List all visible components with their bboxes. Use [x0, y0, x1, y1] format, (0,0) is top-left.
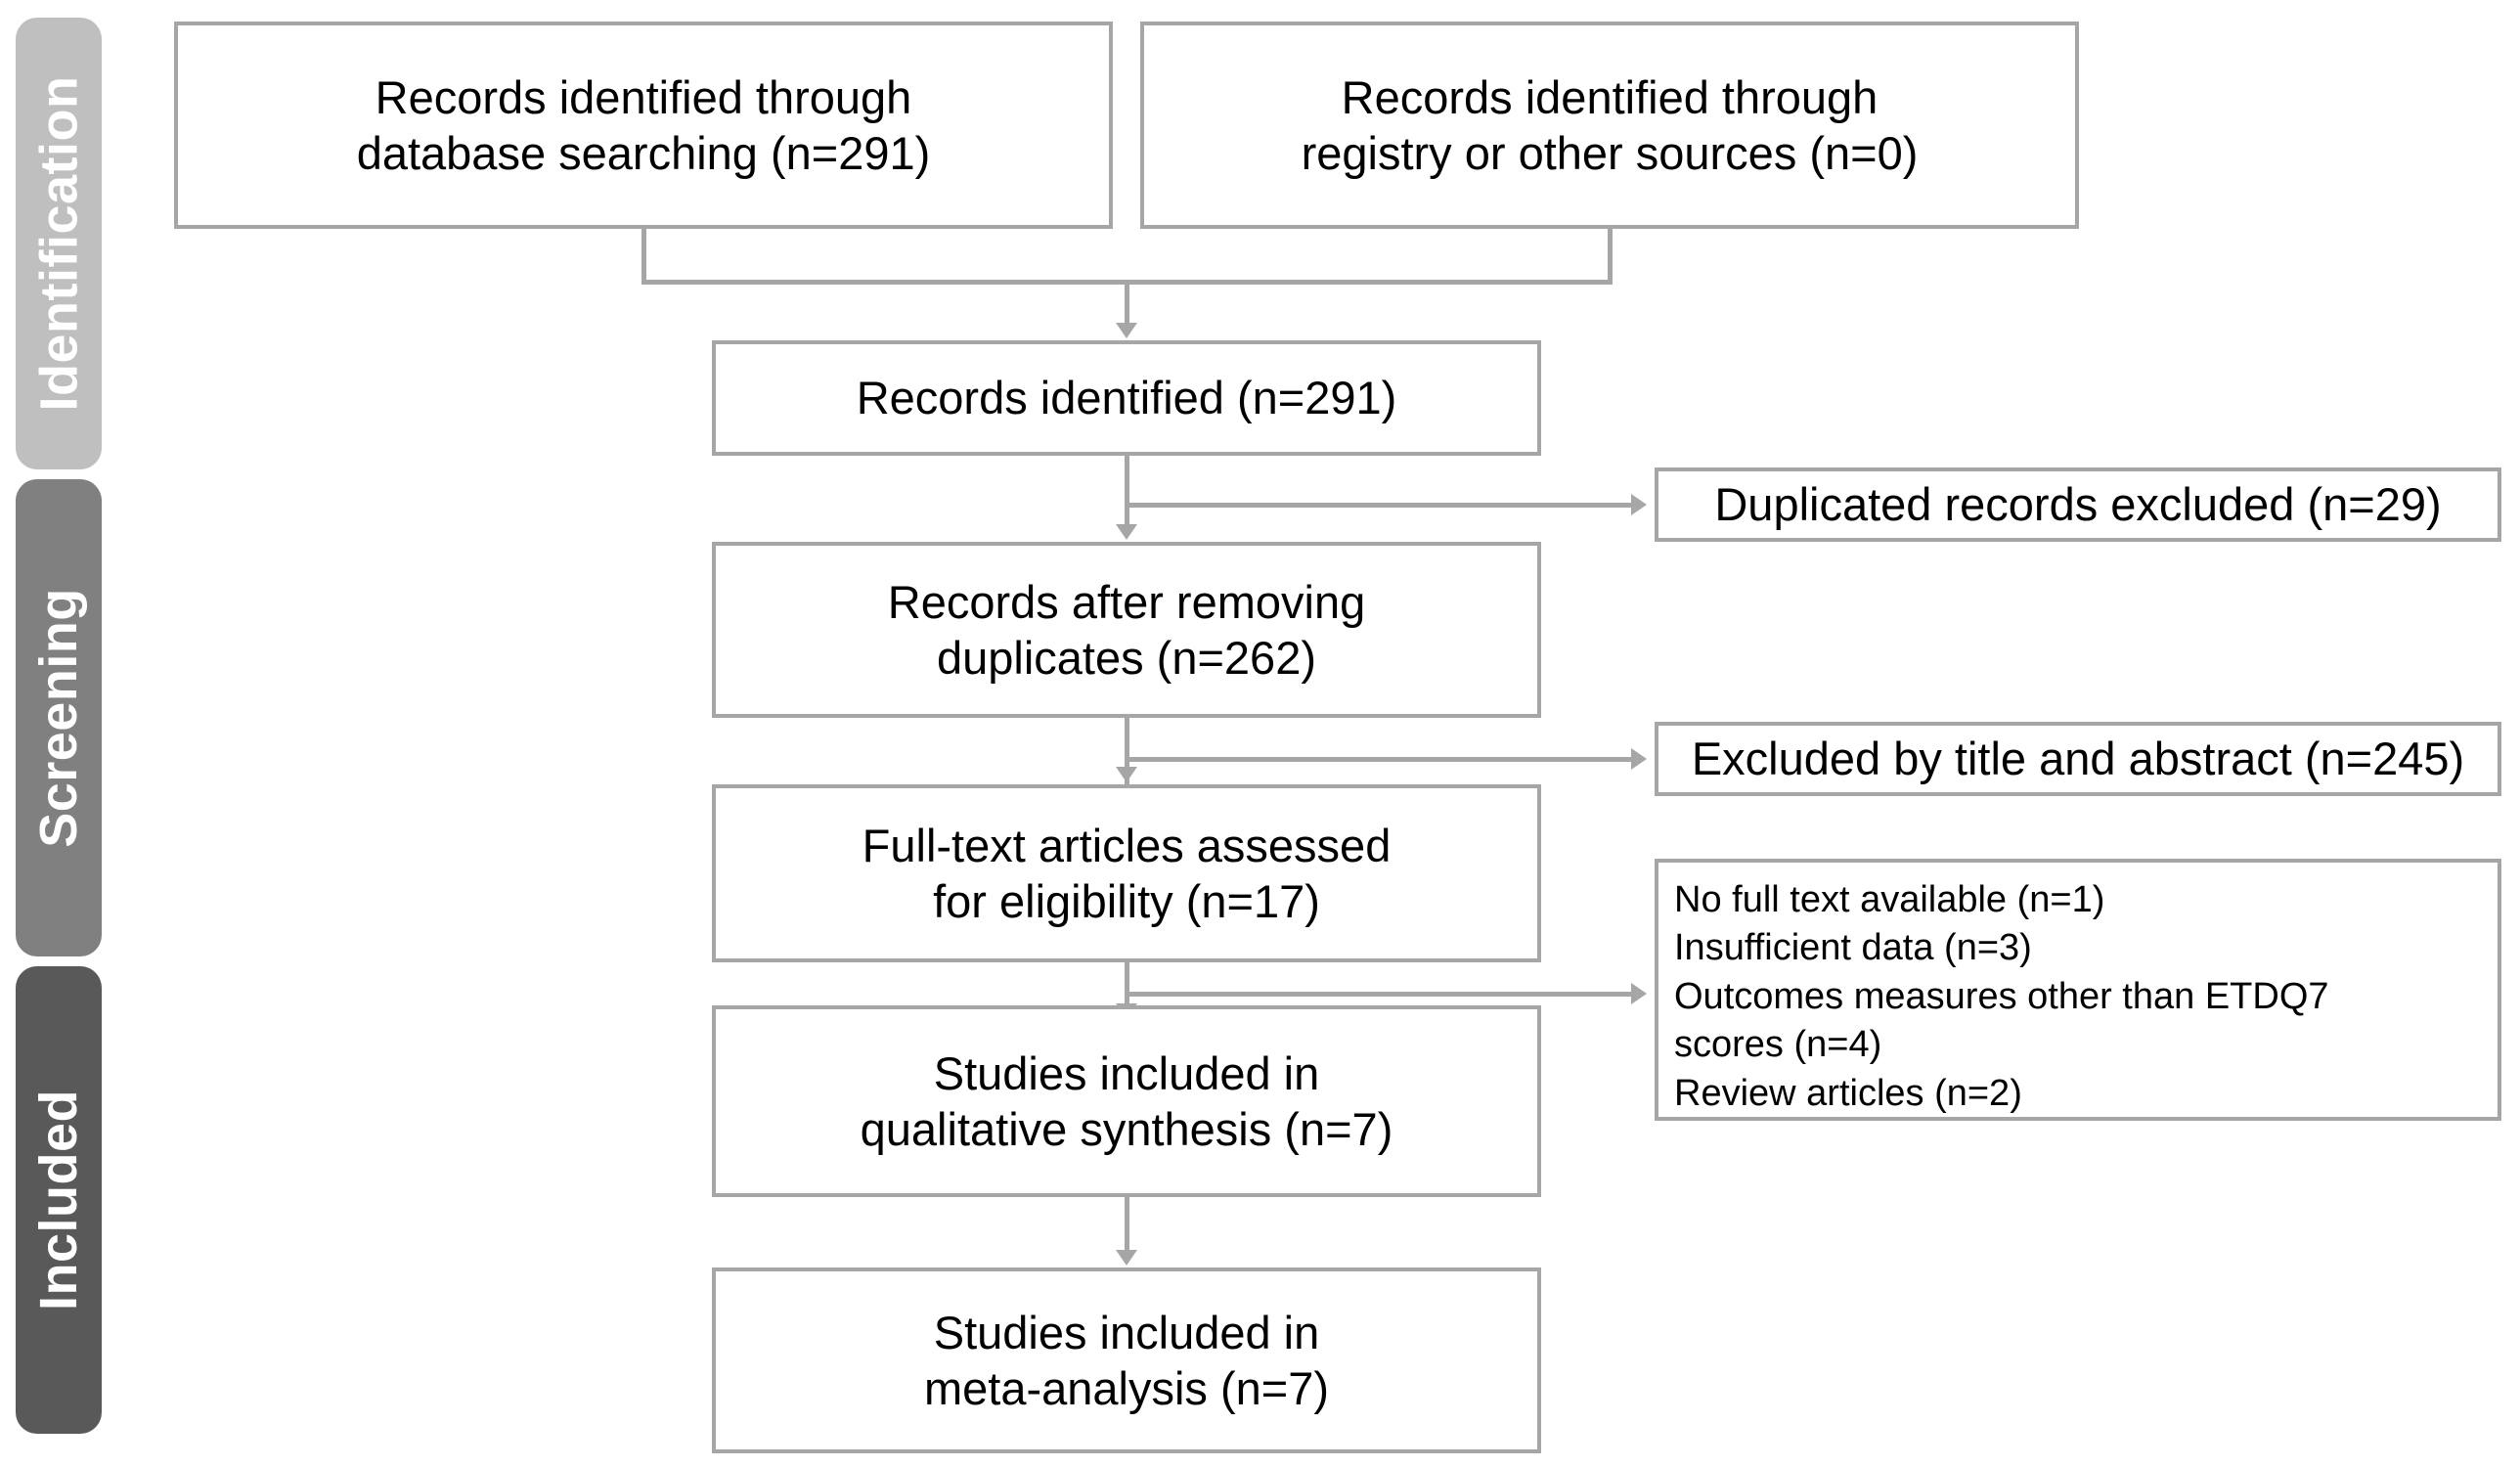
stage-band-screening-label: Screening: [29, 588, 88, 848]
stage-band-included-label: Included: [29, 1089, 89, 1311]
box-records-database-searching-text: Records identified through database sear…: [356, 70, 931, 179]
box-records-registry-other-sources-text: Records identified through registry or o…: [1301, 70, 1919, 179]
box-records-registry-other-sources: Records identified through registry or o…: [1140, 22, 2079, 229]
box-excluded-by-title-and-abstract: Excluded by title and abstract (n=245): [1655, 722, 2501, 796]
box-duplicated-records-excluded: Duplicated records excluded (n=29): [1655, 467, 2501, 542]
connector-branch-title-abstract: [1125, 757, 1633, 762]
connector-registry-down: [1608, 229, 1613, 284]
arrow-right-icon-to-title-abstract-excluded: [1631, 748, 1647, 770]
box-records-after-removing-duplicates-text: Records after removing duplicates (n=262…: [887, 575, 1366, 684]
connector-dedup-down: [1125, 718, 1129, 786]
stage-band-screening: Screening: [16, 479, 102, 956]
box-studies-qualitative-synthesis: Studies included in qualitative synthesi…: [712, 1005, 1541, 1197]
box-fulltext-articles-assessed-text: Full-text articles assessed for eligibil…: [862, 819, 1392, 927]
connector-qualitative-down: [1125, 1197, 1129, 1252]
arrow-down-icon-to-meta-analysis: [1116, 1250, 1137, 1266]
box-records-identified: Records identified (n=291): [712, 340, 1541, 456]
arrow-right-icon-to-duplicates-excluded: [1631, 494, 1647, 515]
stage-band-identification-label: Identification: [29, 75, 88, 412]
stage-band-identification: Identification: [16, 18, 102, 469]
box-studies-meta-analysis: Studies included in meta-analysis (n=7): [712, 1267, 1541, 1453]
connector-database-down: [641, 229, 646, 284]
box-duplicated-records-excluded-text: Duplicated records excluded (n=29): [1714, 478, 2442, 531]
connector-branch-fulltext-reasons: [1125, 992, 1633, 997]
connector-branch-duplicates: [1125, 503, 1633, 508]
box-fulltext-exclusion-reasons-text: No full text available (n=1) Insufficien…: [1674, 879, 2329, 1114]
box-fulltext-articles-assessed: Full-text articles assessed for eligibil…: [712, 784, 1541, 962]
arrow-down-icon-to-records-identified: [1116, 323, 1137, 338]
connector-identified-down: [1125, 456, 1129, 526]
box-records-identified-text: Records identified (n=291): [856, 372, 1397, 424]
box-studies-meta-analysis-text: Studies included in meta-analysis (n=7): [923, 1306, 1330, 1414]
stage-band-included: Included: [16, 966, 102, 1434]
connector-merge-vertical: [1125, 280, 1129, 325]
arrow-right-icon-to-fulltext-exclusion-reasons: [1631, 983, 1647, 1004]
box-studies-qualitative-synthesis-text: Studies included in qualitative synthesi…: [860, 1046, 1393, 1155]
arrow-down-icon-to-fulltext-assessed: [1116, 767, 1137, 782]
box-fulltext-exclusion-reasons: No full text available (n=1) Insufficien…: [1655, 859, 2501, 1121]
arrow-down-icon-to-records-after-dedup: [1116, 524, 1137, 540]
box-records-database-searching: Records identified through database sear…: [174, 22, 1113, 229]
box-records-after-removing-duplicates: Records after removing duplicates (n=262…: [712, 542, 1541, 718]
box-excluded-by-title-and-abstract-text: Excluded by title and abstract (n=245): [1691, 733, 2465, 785]
